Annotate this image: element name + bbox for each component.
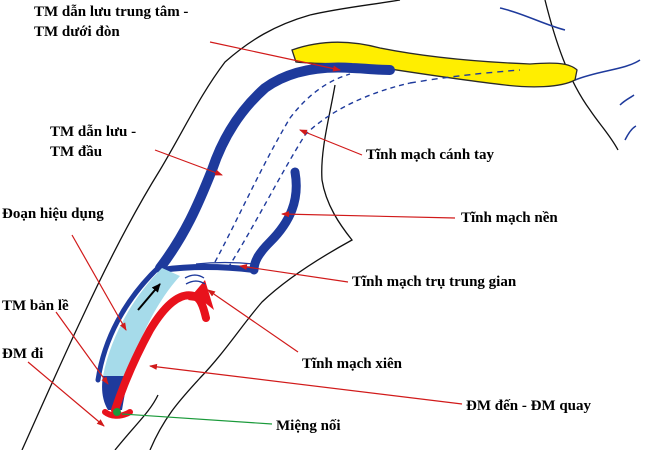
leader-central-drain [209, 41, 341, 72]
label-outgoing-artery: ĐM đi [2, 346, 44, 362]
arm-outline-chest [544, 0, 619, 151]
label-central-drain-line1: TM dẫn lưu trung tâm - [34, 4, 189, 20]
anastomosis-point [113, 408, 121, 416]
label-central-drain-line2: TM dưới đòn [34, 24, 120, 40]
effective-segment [103, 268, 180, 376]
label-peripheral-drain-line1: TM dẫn lưu - [50, 124, 137, 140]
label-effective-segment: Đoạn hiệu dụng [2, 206, 104, 222]
flow-arrow [137, 283, 161, 311]
basilic-vein [249, 167, 301, 275]
label-peripheral-drain-line2: TM đầu [50, 144, 103, 160]
leader-outgoing-artery [27, 361, 105, 427]
leader-basilic-vein [281, 211, 456, 219]
leader-incoming-artery [149, 363, 463, 405]
median-cubital-vein-thin [195, 261, 255, 265]
radial-artery [111, 291, 210, 414]
label-hinge-vein: TM bản lề [2, 298, 69, 314]
leader-median-cubital [239, 264, 349, 283]
subclavian-branch-4 [499, 7, 566, 31]
artery-arrowhead [188, 280, 214, 310]
leader-hinge-vein [55, 311, 109, 385]
leader-peripheral-drain [154, 149, 223, 176]
effective-segment-border [95, 263, 163, 383]
cephalic-vein [155, 62, 395, 273]
brachial-vein-dashed-3 [409, 69, 521, 84]
leader-anastomosis [121, 413, 273, 425]
brachial-vein-dashed-2 [227, 82, 411, 269]
subclavian-branch-3 [624, 125, 637, 141]
leader-effective-segment [71, 234, 127, 331]
perforating-vein-marks [184, 274, 206, 285]
body-outline [114, 394, 159, 450]
median-cubital-vein [159, 264, 257, 273]
label-perforating-vein: Tĩnh mạch xiên [302, 356, 403, 372]
label-brachial-vein: Tĩnh mạch cánh tay [366, 147, 494, 163]
arm-outline-shoulder [309, 0, 401, 16]
arm-outline-left [21, 14, 311, 450]
leader-perforating-vein [207, 289, 299, 353]
label-incoming-artery: ĐM đến - ĐM quay [466, 398, 592, 414]
label-median-cubital-vein: Tĩnh mạch trụ trung gian [352, 274, 517, 290]
label-anastomosis: Miệng nối [276, 418, 341, 434]
label-basilic-vein: Tĩnh mạch nền [461, 210, 558, 226]
subclavian-branch-1 [574, 59, 641, 81]
leader-brachial-vein [299, 129, 363, 156]
subclavian-branch-2 [619, 94, 635, 106]
